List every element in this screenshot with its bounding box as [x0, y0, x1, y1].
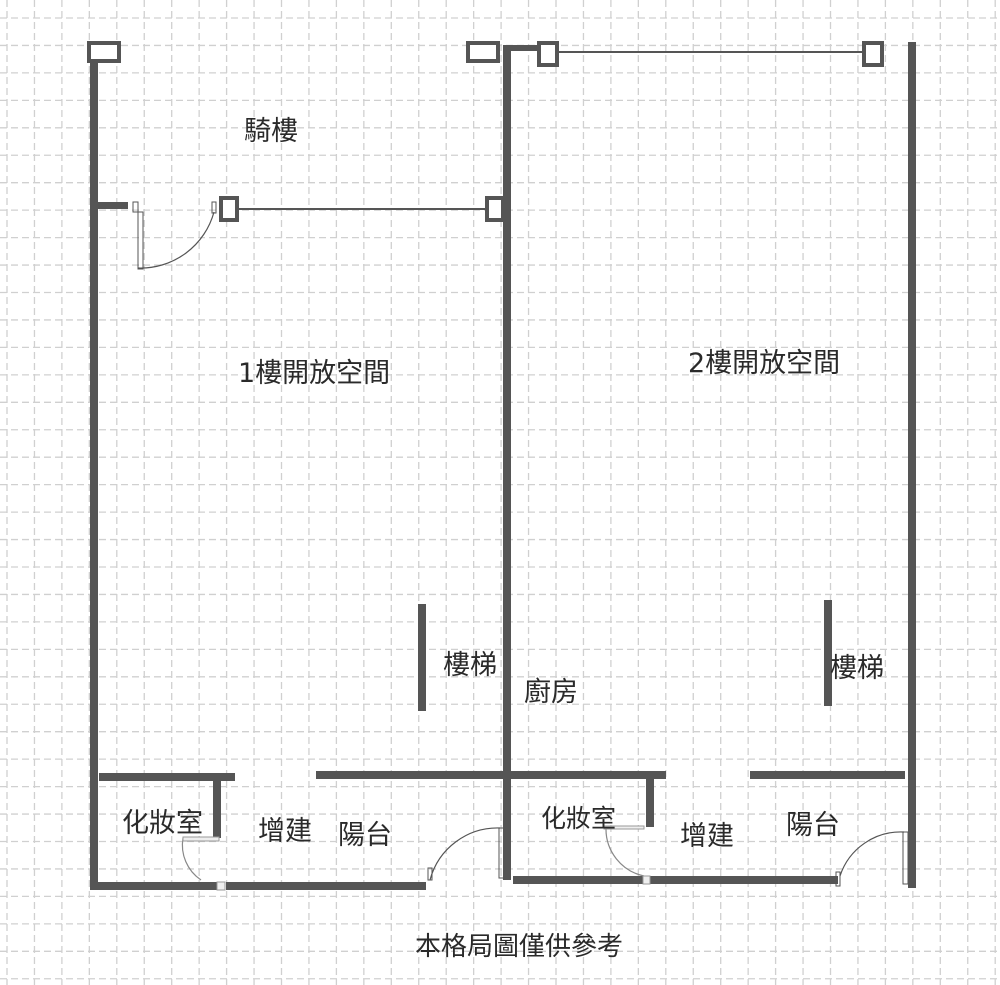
label-1f-balcony: 陽台: [338, 820, 392, 851]
wall-middle: [503, 45, 511, 880]
wall-powder-top-1f: [99, 773, 235, 781]
wall-balcony-top-2f: [750, 771, 905, 779]
wall-bottom-2f-a: [513, 876, 643, 884]
wall-right-2f: [908, 42, 916, 888]
label-2f-kitchen: 廚房: [524, 677, 578, 708]
label-2f-powder-room: 化妝室: [541, 804, 617, 833]
stair-1f: [418, 604, 426, 711]
wall-stub-1f: [98, 202, 128, 209]
label-2f-stairs: 樓梯: [830, 653, 884, 684]
label-1f-extension: 增建: [258, 816, 312, 847]
window-frames: [87, 41, 884, 222]
windows-doors: [132, 51, 909, 891]
walls: [90, 42, 916, 890]
wall-bottom-1f-b: [226, 882, 426, 890]
caption-reference-only: 本格局圖僅供參考: [415, 932, 624, 962]
label-1f-powder-room: 化妝室: [122, 808, 203, 839]
label-2f-balcony: 陽台: [786, 810, 840, 841]
wall-balcony-top-1f: [316, 771, 666, 779]
wall-powder-side-1f: [213, 773, 221, 838]
wall-top-2f: [511, 45, 541, 51]
label-1f-open-space: 1樓開放空間: [238, 358, 391, 389]
stair-2f: [824, 600, 832, 706]
wall-left-1f: [90, 58, 98, 890]
label-1f-stairs: 樓梯: [443, 650, 497, 681]
wall-bottom-1f-a: [90, 882, 220, 890]
label-arcade: 騎樓: [244, 116, 298, 147]
label-2f-extension: 增建: [680, 821, 734, 852]
label-2f-open-space: 2樓開放空間: [688, 348, 841, 379]
wall-bottom-2f-b: [650, 876, 838, 884]
wall-powder-side-2f: [646, 775, 654, 827]
